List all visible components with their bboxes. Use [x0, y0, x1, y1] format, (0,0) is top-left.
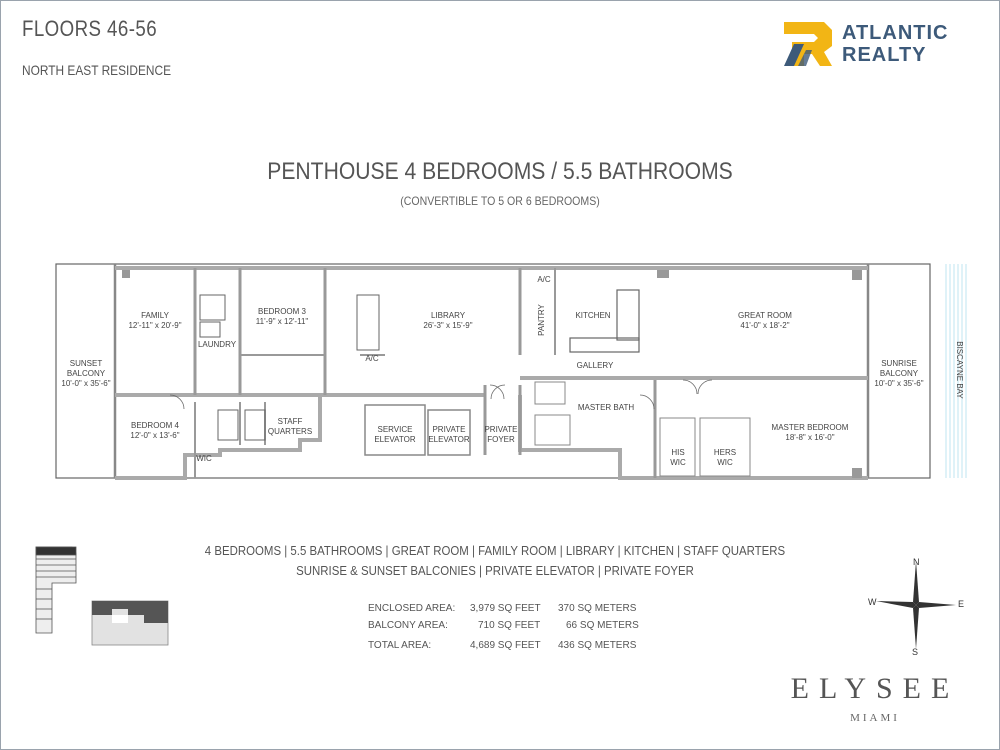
building-elevation-icon [35, 546, 77, 634]
building-city: MIAMI [850, 712, 900, 724]
area-meters: 436 SQ METERS [558, 640, 637, 651]
building-name: ELYSEE [790, 672, 960, 705]
area-feet: 3,979 SQ FEET [470, 603, 541, 614]
area-label: TOTAL AREA: [368, 640, 432, 651]
area-label: ENCLOSED AREA: [368, 603, 456, 614]
label-private-foyer-1: PRIVATE [484, 425, 517, 434]
label-staff-2: QUARTERS [268, 427, 312, 436]
label-his-wic-2: WIC [670, 458, 686, 467]
compass-e: E [958, 599, 964, 609]
label-family-dim: 12'-11" x 20'-9" [128, 321, 181, 330]
label-library: LIBRARY [431, 311, 466, 320]
label-biscayne-bay: BISCAYNE BAY [955, 341, 964, 399]
label-private-elevator-1: PRIVATE [432, 425, 465, 434]
label-sunset-balcony-2: BALCONY [67, 369, 106, 378]
brand-name: ATLANTIC REALTY [842, 22, 949, 66]
compass-rose-icon: N S W E [868, 557, 964, 655]
label-great-room-dim: 41'-0" x 18'-2" [740, 321, 789, 330]
area-label: BALCONY AREA: [368, 620, 448, 631]
label-bedroom4: BEDROOM 4 [131, 421, 180, 430]
label-kitchen: KITCHEN [575, 311, 610, 320]
room-labels: SUNSET BALCONY 10'-0" x 35'-6" FAMILY 12… [61, 275, 964, 467]
floor-plan: SUNSET BALCONY 10'-0" x 35'-6" FAMILY 12… [55, 263, 967, 480]
label-sunrise-balcony-dim: 10'-0" x 35'-6" [874, 379, 923, 388]
label-wic: WIC [196, 454, 212, 463]
brand-line1: ATLANTIC [842, 22, 949, 44]
compass-w: W [868, 597, 877, 607]
label-great-room: GREAT ROOM [738, 311, 792, 320]
area-feet: 710 SQ FEET [478, 620, 541, 631]
label-service-elevator-1: SERVICE [378, 425, 413, 434]
unit-title: PENTHOUSE 4 BEDROOMS / 5.5 BATHROOMS [267, 158, 733, 185]
label-ac-2: A/C [537, 275, 551, 284]
label-laundry: LAUNDRY [198, 340, 237, 349]
label-master-bedroom: MASTER BEDROOM [772, 423, 849, 432]
label-sunset-balcony: SUNSET [70, 359, 103, 368]
compass-n: N [913, 557, 920, 567]
brand-logo: ATLANTIC REALTY [784, 22, 984, 70]
label-bedroom3: BEDROOM 3 [258, 307, 307, 316]
area-meters: 66 SQ METERS [566, 620, 639, 631]
features-line-1: 4 BEDROOMS | 5.5 BATHROOMS | GREAT ROOM … [204, 543, 786, 558]
label-sunrise-balcony-2: BALCONY [880, 369, 919, 378]
label-gallery: GALLERY [577, 361, 614, 370]
atlantic-realty-logo-icon [784, 22, 832, 66]
biscayne-bay-water [945, 264, 967, 478]
brand-line2: REALTY [842, 44, 927, 66]
label-master-bath: MASTER BATH [578, 403, 635, 412]
label-ac-1: A/C [365, 354, 379, 363]
label-private-elevator-2: ELEVATOR [428, 435, 470, 444]
features-line-2: SUNRISE & SUNSET BALCONIES | PRIVATE ELE… [296, 563, 694, 578]
unit-subtitle: (CONVERTIBLE TO 5 OR 6 BEDROOMS) [400, 194, 600, 208]
label-private-foyer-2: FOYER [487, 435, 515, 444]
label-hers-wic-1: HERS [714, 448, 736, 457]
label-hers-wic-2: WIC [717, 458, 733, 467]
label-staff-1: STAFF [278, 417, 303, 426]
label-sunrise-balcony: SUNRISE [881, 359, 917, 368]
area-feet: 4,689 SQ FEET [470, 640, 541, 651]
key-plan-floor-icon [91, 600, 169, 646]
label-his-wic-1: HIS [671, 448, 684, 457]
label-bedroom4-dim: 12'-0" x 13'-6" [130, 431, 179, 440]
plan-columns [122, 270, 862, 478]
floors-heading: FLOORS 46-56 [22, 16, 158, 41]
label-bedroom3-dim: 11'-9" x 12'-11" [256, 317, 309, 326]
area-meters: 370 SQ METERS [558, 603, 637, 614]
label-pantry: PANTRY [537, 303, 546, 335]
key-plan [35, 546, 169, 646]
label-master-bedroom-dim: 18'-8" x 16'-0" [785, 433, 834, 442]
plan-walls [55, 263, 931, 480]
label-sunset-balcony-dim: 10'-0" x 35'-6" [61, 379, 110, 388]
residence-label: NORTH EAST RESIDENCE [22, 62, 172, 78]
label-service-elevator-2: ELEVATOR [374, 435, 416, 444]
compass-s: S [912, 647, 918, 655]
label-family: FAMILY [141, 311, 170, 320]
label-library-dim: 26'-3" x 15'-9" [423, 321, 472, 330]
